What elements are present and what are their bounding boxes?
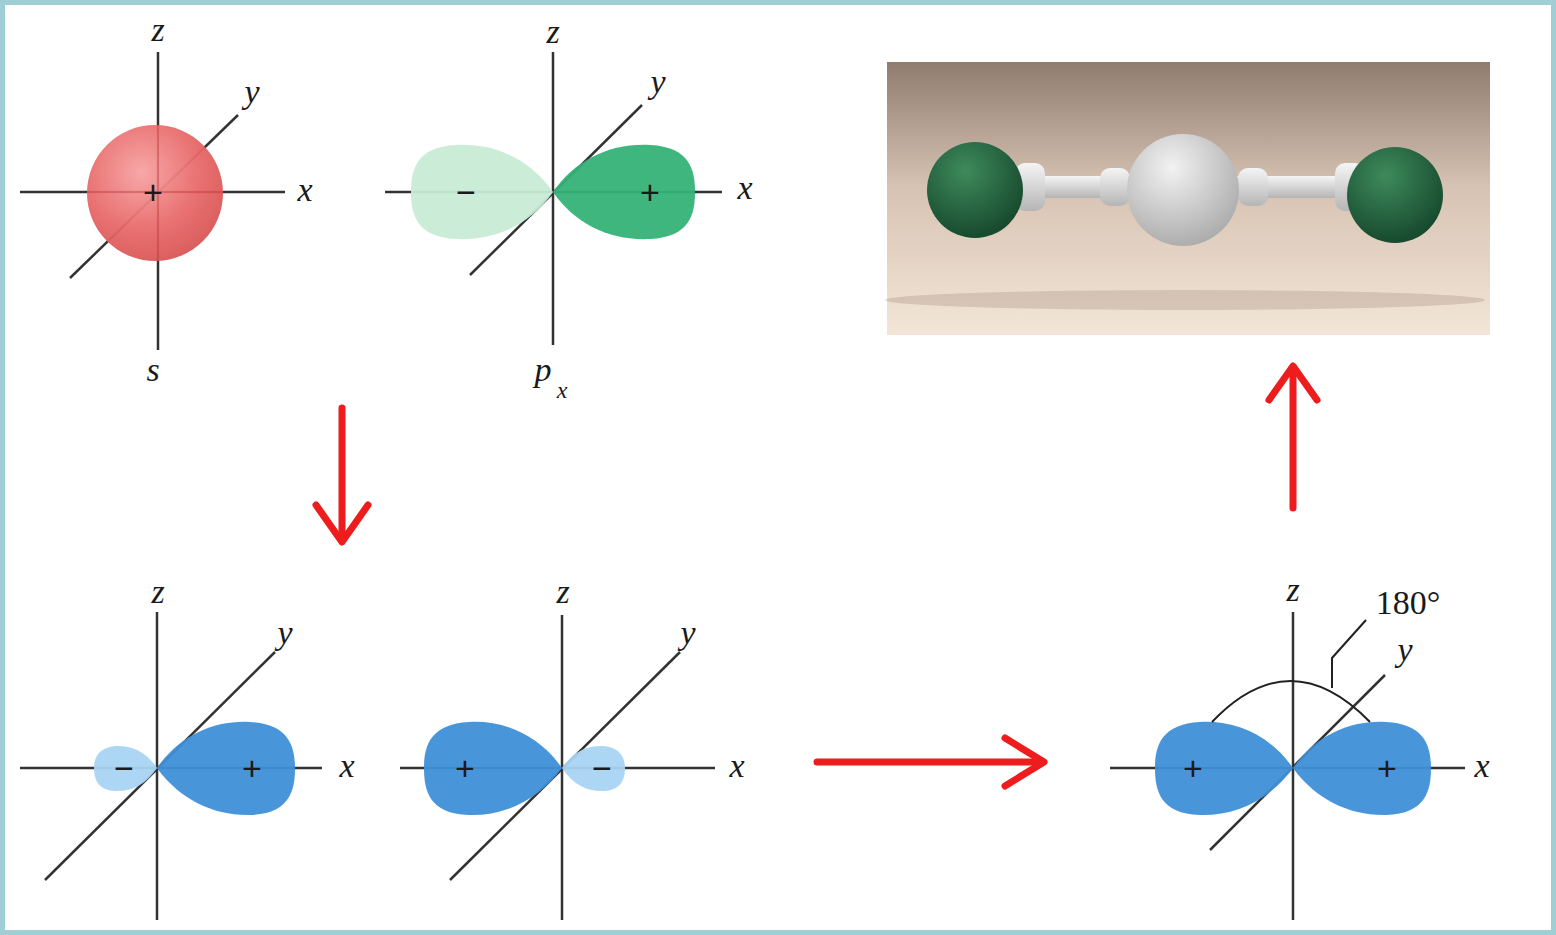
sp-large-lobe — [157, 722, 295, 815]
axis-label: x — [339, 749, 354, 783]
phase-sign: − — [114, 751, 134, 785]
axes — [20, 612, 322, 920]
p-lobe-positive — [553, 145, 695, 239]
sp-large-lobe — [424, 722, 562, 815]
beryllium-atom — [1127, 134, 1239, 246]
axis-label: x — [297, 173, 312, 207]
axis-label: z — [546, 15, 559, 49]
sp-small-lobe — [562, 746, 625, 791]
process-arrow — [316, 366, 1317, 786]
s-orbital — [87, 125, 223, 261]
angle-arc — [1212, 681, 1370, 722]
axis-label: y — [1397, 633, 1412, 667]
phase-sign: + — [242, 751, 262, 785]
axis-label: y — [680, 616, 695, 650]
chlorine-atom — [1347, 147, 1443, 243]
chlorine-atom — [927, 142, 1023, 238]
orbital-name: p — [535, 353, 552, 387]
axis-label: y — [277, 616, 292, 650]
phase-sign: + — [455, 751, 475, 785]
axis-label: y — [650, 65, 665, 99]
phase-sign: + — [1183, 751, 1203, 785]
orbital-name: s — [146, 353, 159, 387]
axis-label: x — [1474, 749, 1489, 783]
axis-label: z — [151, 575, 164, 609]
axes — [385, 52, 722, 345]
axes — [400, 615, 715, 920]
leader-line — [1332, 620, 1366, 688]
axis-label: z — [151, 13, 164, 47]
axis-label: x — [729, 749, 744, 783]
axes — [20, 52, 285, 350]
orbital-subscript: x — [557, 378, 568, 402]
sp-small-lobe — [94, 746, 157, 791]
phase-sign: − — [592, 751, 612, 785]
p-lobe-negative — [411, 145, 553, 239]
axis-label: y — [244, 75, 259, 109]
axis-label: z — [1286, 573, 1299, 607]
phase-sign: − — [456, 175, 476, 209]
phase-sign: + — [143, 175, 163, 209]
angle-label: 180° — [1376, 586, 1441, 620]
axes — [1110, 612, 1465, 920]
axis-label: z — [556, 575, 569, 609]
sp-lobe — [1155, 722, 1293, 815]
phase-sign: + — [1377, 751, 1397, 785]
sp-lobe — [1293, 722, 1431, 815]
axis-label: x — [737, 171, 752, 205]
phase-sign: + — [640, 175, 660, 209]
